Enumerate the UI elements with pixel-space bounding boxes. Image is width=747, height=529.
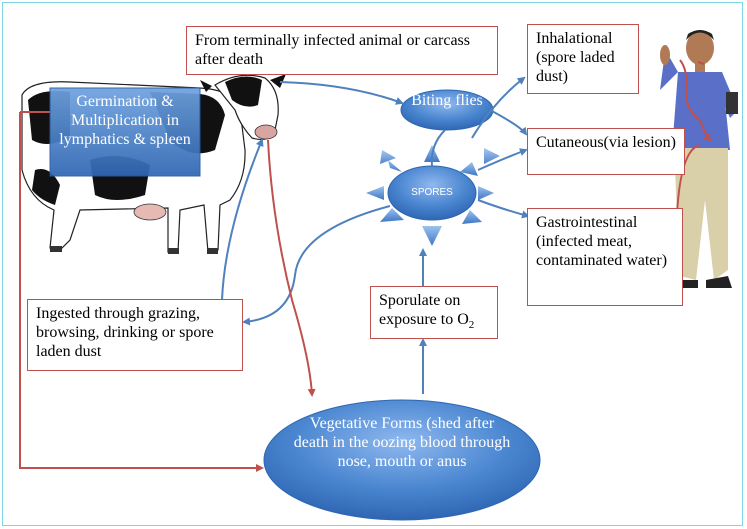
cutaneous-box: Cutaneous(via lesion) [527,128,685,175]
biting-flies-node [400,89,494,131]
arrow-flies-to-cutaneous [489,109,528,136]
biting-flies-label: Biting flies [411,92,483,109]
gastrointestinal-text: Gastrointestinal (infected meat, contami… [536,214,668,269]
germination-node [49,87,201,177]
arrow-ingested-to-cow [221,138,264,301]
gastrointestinal-box: Gastrointestinal (infected meat, contami… [527,208,683,306]
ingested-box: Ingested through grazing, browsing, drin… [27,299,243,371]
sporulate-line2: exposure to O2 [379,310,489,335]
sporulate-box: Sporulate on exposure to O2 [370,286,498,339]
spores-label: SPORES [411,187,453,198]
arrow-to-inhalational [471,76,526,139]
germination-label: Germination & Multiplication in lymphati… [59,93,191,148]
spores-rays [366,145,500,246]
arrow-spores-to-flies [430,129,446,167]
vegetative-node [263,399,541,521]
arrow-to-gi [477,199,530,219]
arrow-cow-to-vegetative [267,139,316,397]
arrow-to-cutaneous [477,148,528,171]
cutaneous-text: Cutaneous(via lesion) [536,134,676,151]
arrow-germination-to-vegetative [19,112,264,472]
source-text: From terminally infected animal or carca… [195,32,471,68]
inhalational-text: Inhalational (spore laded dust) [536,30,615,85]
inhalational-box: Inhalational (spore laded dust) [527,24,639,94]
sporulate-subscript: 2 [468,319,475,332]
arrow-spores-to-ingested [242,205,391,326]
source-box: From terminally infected animal or carca… [186,26,498,75]
sporulate-line1: Sporulate on [379,292,461,309]
arrow-source-to-flies [279,81,404,105]
sporulate-line2-text: exposure to O [379,311,469,328]
ingested-text: Ingested through grazing, browsing, drin… [36,305,214,360]
vegetative-label: Vegetative Forms (shed after death in th… [293,415,511,470]
